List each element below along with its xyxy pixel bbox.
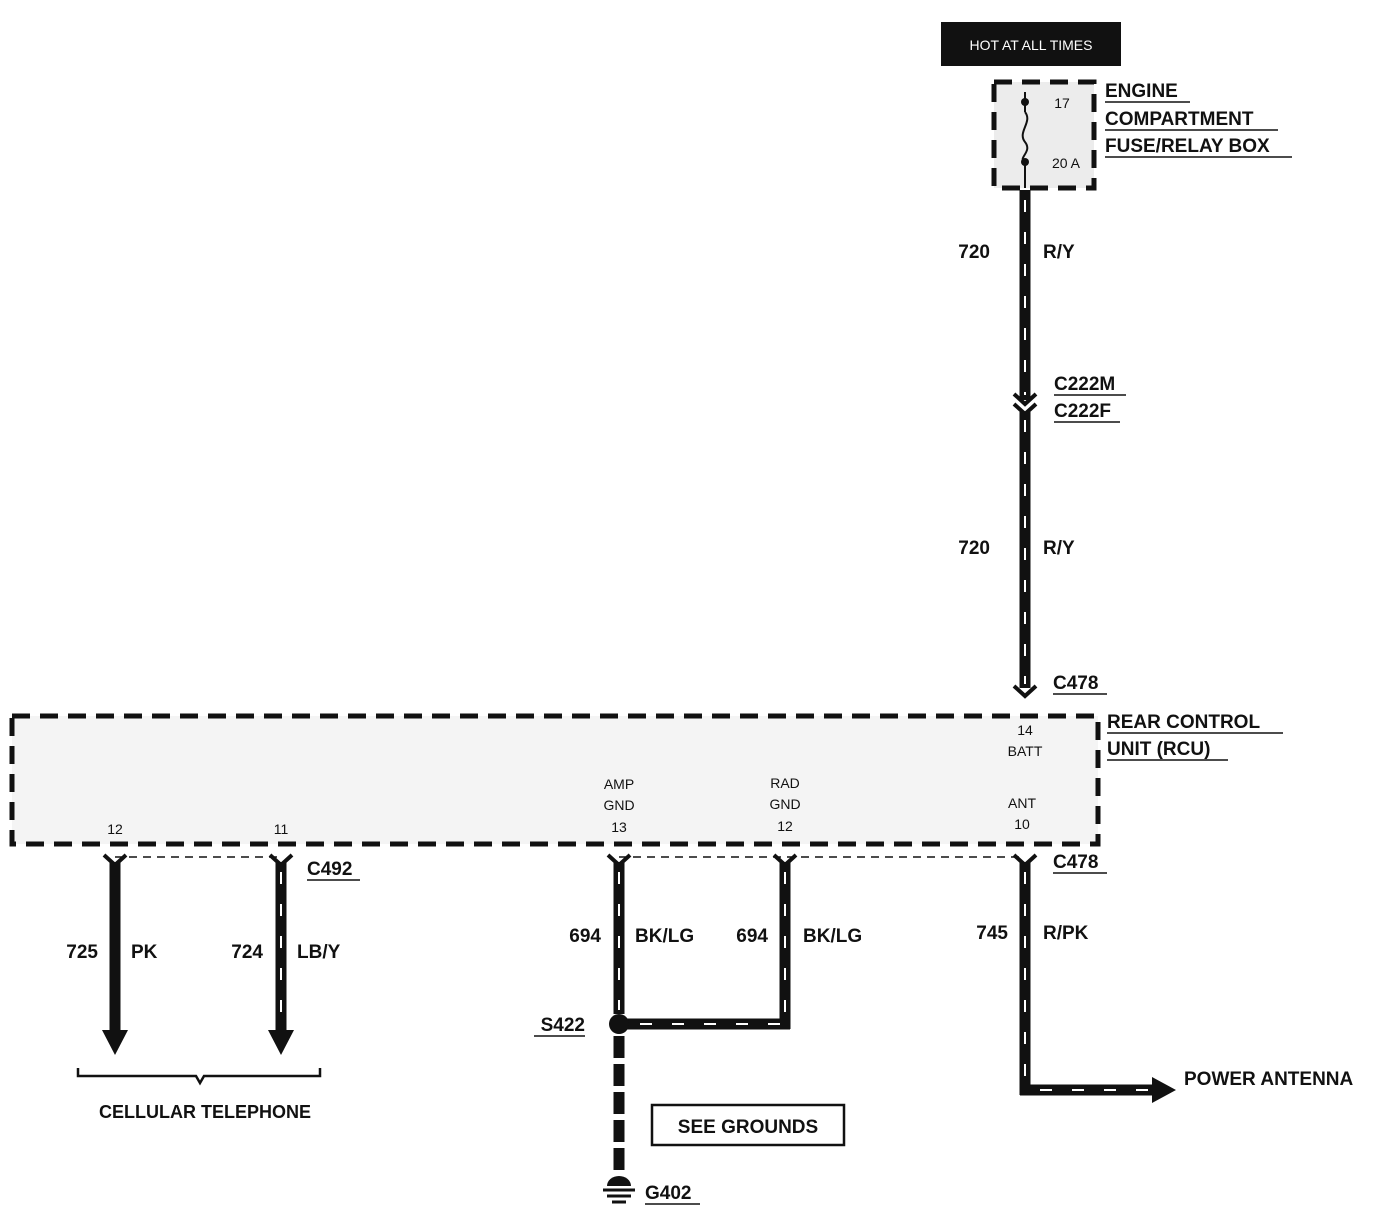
wire-724-color: LB/Y — [297, 942, 341, 963]
pin-rad-gnd-name1: RAD — [770, 775, 800, 791]
pin-batt-name: BATT — [1008, 743, 1043, 759]
wire-720-upper-color: R/Y — [1043, 242, 1075, 263]
connector-c222f: C222F — [1054, 401, 1111, 422]
wire-725-circuit: 725 — [66, 942, 98, 963]
pin-amp-gnd-num: 13 — [611, 819, 627, 835]
wire-694b-color: BK/LG — [803, 926, 862, 947]
wire-694a-circuit: 694 — [569, 926, 601, 947]
pin-rad-gnd-name2: GND — [769, 796, 800, 812]
connector-c492: C492 — [307, 859, 352, 880]
fuse-box-name-line3: FUSE/RELAY BOX — [1105, 136, 1270, 157]
arrow-down-icon — [268, 1030, 294, 1055]
ground-icon — [603, 1176, 635, 1204]
cellular-telephone-label: CELLULAR TELEPHONE — [99, 1102, 311, 1122]
splice-s422: S422 — [541, 1015, 585, 1036]
wire-720-lower-color: R/Y — [1043, 538, 1075, 559]
pin-11-num: 11 — [274, 821, 289, 837]
c478-top-connector-icon — [1012, 684, 1038, 699]
arrow-right-icon — [1152, 1077, 1176, 1103]
wire-724 — [268, 862, 294, 1055]
connector-c478-top: C478 — [1053, 673, 1098, 694]
pin-ant-num: 10 — [1014, 816, 1030, 832]
pin-ant-name: ANT — [1008, 795, 1036, 811]
c222-connector-icon — [1012, 392, 1038, 407]
rcu-name-line2: UNIT (RCU) — [1107, 739, 1210, 760]
rcu-name-line1: REAR CONTROL — [1107, 712, 1260, 733]
wire-694-rad — [619, 862, 791, 1030]
hot-at-all-times-label: HOT AT ALL TIMES — [970, 37, 1093, 53]
pin-amp-gnd-name1: AMP — [604, 776, 634, 792]
pin-rad-gnd-num: 12 — [777, 818, 793, 834]
fuse-number: 17 — [1054, 95, 1070, 111]
wire-720-lower-circuit: 720 — [958, 538, 990, 559]
see-grounds-box[interactable] — [650, 1103, 846, 1147]
pin-12-num: 12 — [107, 821, 123, 837]
wire-745 — [1019, 862, 1176, 1103]
fuse-rating: 20 A — [1052, 155, 1081, 171]
fuse-icon — [1021, 111, 1029, 163]
hot-at-all-times-box — [941, 22, 1121, 66]
fuse-relay-box: 17 20 A — [991, 79, 1097, 191]
connector-c478-bottom: C478 — [1053, 852, 1098, 873]
wire-745-circuit: 745 — [976, 923, 1008, 944]
pin-amp-gnd-name2: GND — [603, 797, 634, 813]
fuse-box-name-line2: COMPARTMENT — [1105, 109, 1254, 130]
splice-icon — [609, 1014, 629, 1034]
wire-725 — [102, 862, 128, 1055]
wire-694b-circuit: 694 — [736, 926, 768, 947]
wire-694a-color: BK/LG — [635, 926, 694, 947]
connector-c222m: C222M — [1054, 374, 1115, 395]
wire-745-color: R/PK — [1043, 923, 1089, 944]
see-grounds-label: SEE GROUNDS — [678, 1117, 818, 1138]
wire-724-circuit: 724 — [231, 942, 263, 963]
wire-725-color: PK — [131, 942, 158, 963]
pin-batt-num: 14 — [1017, 722, 1033, 738]
arrow-down-icon — [102, 1030, 128, 1055]
brace-icon — [76, 1068, 322, 1086]
wire-720-upper-circuit: 720 — [958, 242, 990, 263]
ground-g402: G402 — [645, 1183, 691, 1204]
fuse-box-name-line1: ENGINE — [1105, 81, 1178, 102]
power-antenna-label: POWER ANTENNA — [1184, 1069, 1354, 1090]
rcu-box — [9, 713, 1101, 847]
